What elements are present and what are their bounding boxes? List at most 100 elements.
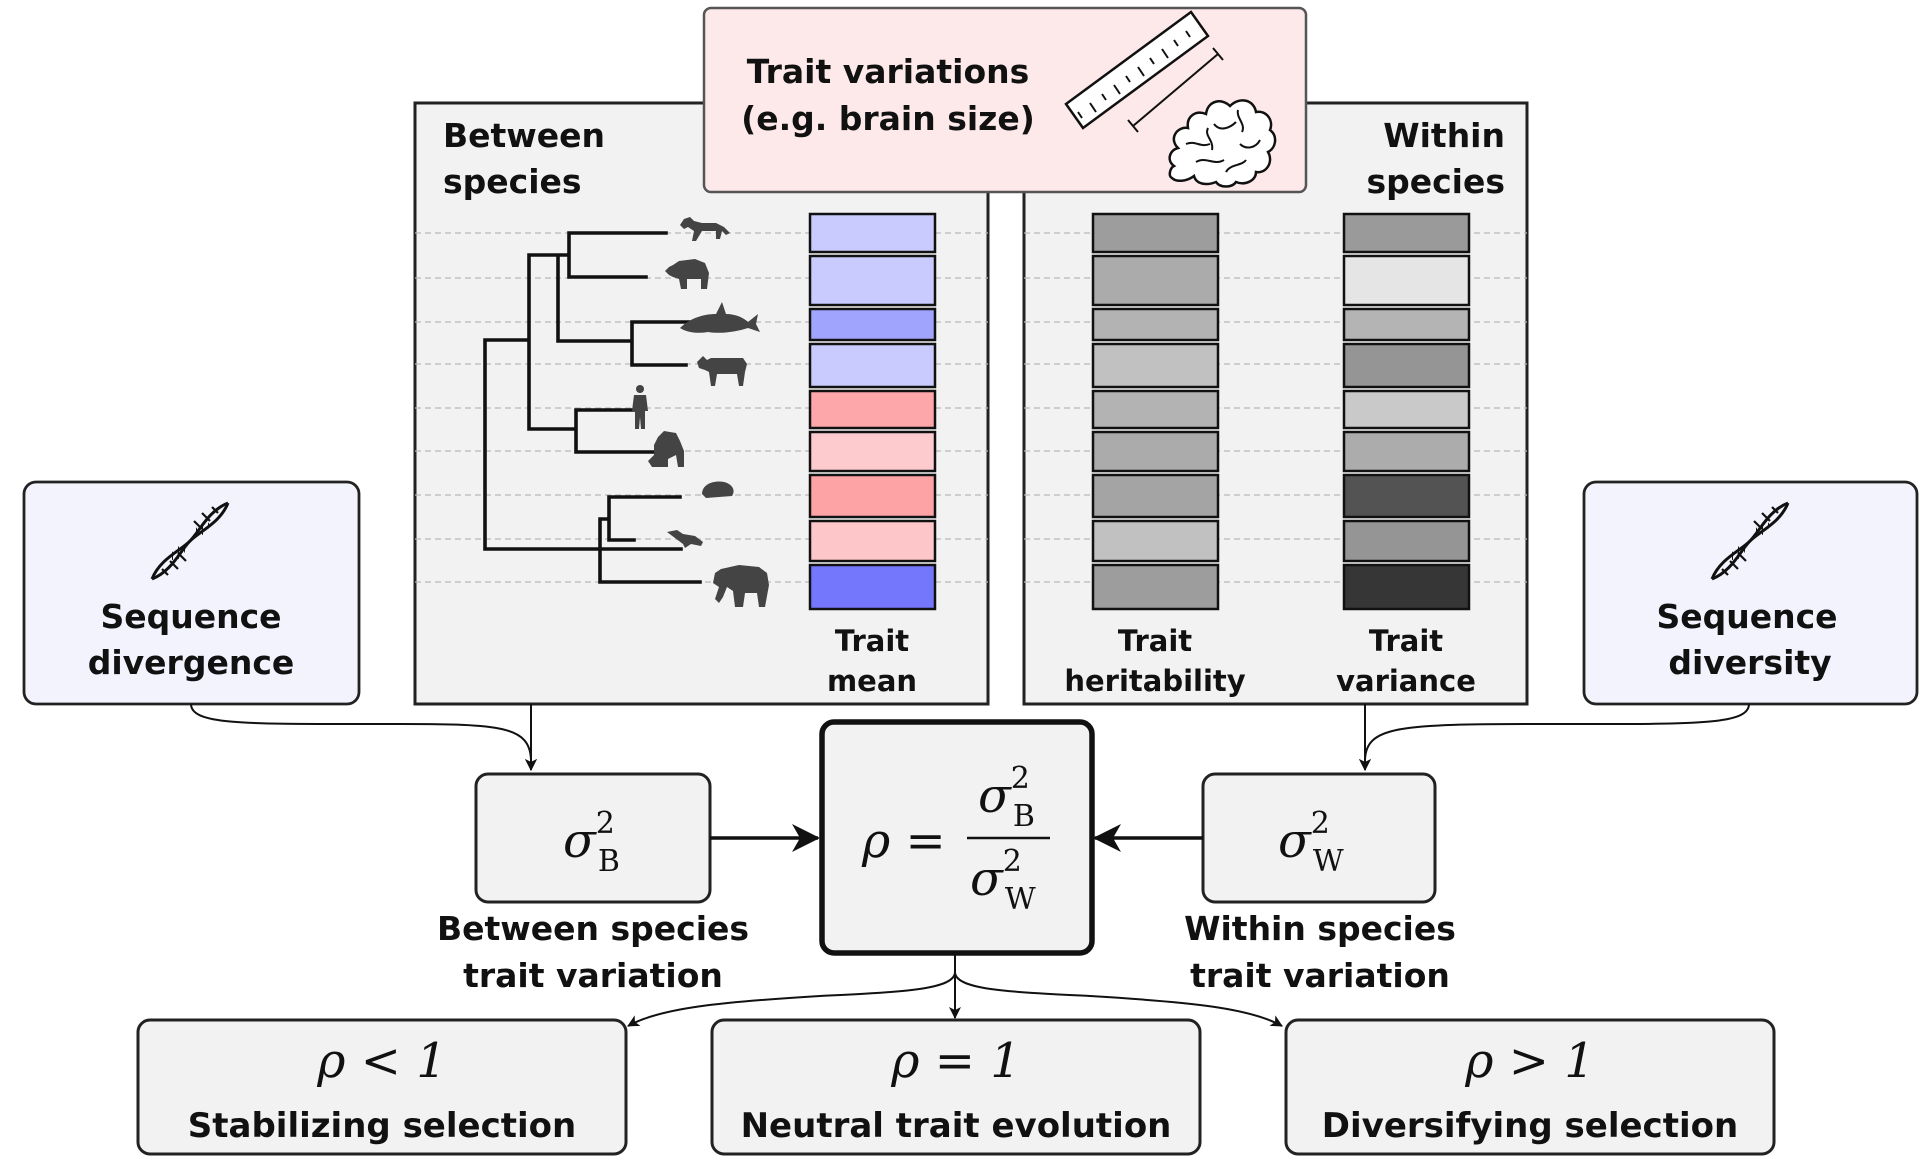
- sequence-diversity-line2: diversity: [1668, 643, 1831, 682]
- sequence-divergence-line1: Sequence: [100, 597, 281, 636]
- outcome-neutral-formula: ρ = 1: [890, 1033, 1021, 1089]
- ruler-icon: [1064, 10, 1224, 133]
- between-title-line2: species: [443, 162, 582, 201]
- dna-icon: [150, 501, 230, 581]
- cow-icon: [697, 356, 747, 386]
- gorilla-icon: [648, 431, 684, 467]
- elephant-icon: [713, 565, 769, 607]
- sigma-b-sup: 2: [596, 806, 615, 841]
- sigma-w-sub: W: [1313, 844, 1344, 879]
- variance-cell: [1342, 254, 1471, 307]
- trait-mean-cell: [808, 342, 937, 389]
- rho-num-sup: 2: [1011, 761, 1030, 796]
- trait-mean-cell: [808, 254, 937, 307]
- trait-mean-cell: [808, 519, 937, 563]
- trait-mean-label-line1: Trait: [835, 624, 909, 658]
- outcome-stabilizing-label: Stabilizing selection: [188, 1106, 576, 1146]
- sigma-b-sub: B: [598, 844, 620, 879]
- heritability-cell: [1091, 519, 1220, 563]
- connector-arrows: [190, 703, 1750, 771]
- rho-num-sub: B: [1013, 799, 1035, 834]
- variance-cell: [1342, 473, 1471, 519]
- rho-lhs: ρ =: [861, 813, 946, 869]
- phylogenetic-tree: [483, 231, 702, 584]
- variance-label-line2: variance: [1336, 664, 1476, 698]
- trait-variations-line1: Trait variations: [747, 52, 1030, 91]
- variance-cell: [1342, 212, 1471, 254]
- sequence-divergence-line2: divergence: [88, 643, 295, 682]
- sigma-w-caption-line1: Within species: [1184, 909, 1456, 948]
- sigma-w-symbol: σ: [1278, 813, 1312, 869]
- hedgehog-icon: [702, 481, 734, 498]
- sequence-divergence-box: Sequence divergence: [22, 480, 361, 706]
- trait-mean-cell: [808, 430, 937, 473]
- variance-cell: [1342, 519, 1471, 563]
- dna-icon: [1710, 501, 1790, 581]
- platypus-icon: [667, 530, 703, 548]
- trait-mean-cell: [808, 473, 937, 519]
- bear-icon: [665, 259, 709, 289]
- outcome-stabilizing-formula: ρ < 1: [316, 1033, 447, 1089]
- rho-den-sup: 2: [1003, 844, 1022, 879]
- rho-num-symbol: σ: [978, 768, 1012, 824]
- trait-variations-line2: (e.g. brain size): [741, 99, 1035, 138]
- human-icon: [632, 385, 648, 429]
- rho-den-sub: W: [1005, 882, 1036, 917]
- between-title-line1: Between: [443, 116, 605, 155]
- species-icons: [632, 217, 769, 607]
- heritability-cell: [1091, 254, 1220, 307]
- outcome-neutral-label: Neutral trait evolution: [741, 1106, 1172, 1146]
- sequence-diversity-line1: Sequence: [1656, 597, 1837, 636]
- brain-icon: [1168, 99, 1277, 188]
- trait-mean-cell: [808, 563, 937, 611]
- rho-den-symbol: σ: [970, 851, 1004, 907]
- variance-cell: [1342, 307, 1471, 342]
- trait-mean-label-line2: mean: [827, 664, 917, 698]
- variance-cell: [1342, 389, 1471, 430]
- trait-heritability-column: [1091, 212, 1220, 611]
- variance-label-line1: Trait: [1369, 624, 1443, 658]
- heritability-label-line2: heritability: [1064, 664, 1245, 698]
- outcome-diversifying-label: Diversifying selection: [1322, 1106, 1738, 1146]
- sequence-diversity-box: Sequence diversity: [1582, 480, 1919, 706]
- sigma-b-symbol: σ: [563, 813, 597, 869]
- trait-mean-column: [808, 212, 937, 611]
- outcome-arrows: [627, 953, 1283, 1027]
- within-title-line1: Within: [1383, 116, 1505, 155]
- outcome-neutral-box: ρ = 1 Neutral trait evolution: [710, 1018, 1202, 1156]
- sigma-w-caption-line2: trait variation: [1190, 956, 1450, 995]
- orca-icon: [680, 302, 760, 333]
- outcome-stabilizing-box: ρ < 1 Stabilizing selection: [136, 1018, 628, 1156]
- variance-cell: [1342, 430, 1471, 473]
- outcome-diversifying-box: ρ > 1 Diversifying selection: [1284, 1018, 1776, 1156]
- heritability-cell: [1091, 473, 1220, 519]
- variance-cell: [1342, 563, 1471, 611]
- heritability-cell: [1091, 307, 1220, 342]
- heritability-cell: [1091, 342, 1220, 389]
- sigma-b-caption-line1: Between species: [437, 909, 749, 948]
- trait-variations-box: Trait variations (e.g. brain size): [702, 6, 1308, 194]
- trait-mean-cell: [808, 307, 937, 342]
- trait-mean-cell: [808, 212, 937, 254]
- within-title-line2: species: [1366, 162, 1505, 201]
- variance-cell: [1342, 342, 1471, 389]
- heritability-label-line1: Trait: [1118, 624, 1192, 658]
- heritability-cell: [1091, 389, 1220, 430]
- sigma-b-caption-line2: trait variation: [463, 956, 723, 995]
- trait-mean-cell: [808, 389, 937, 430]
- outcome-diversifying-formula: ρ > 1: [1464, 1033, 1595, 1089]
- cougar-icon: [680, 217, 730, 241]
- heritability-cell: [1091, 563, 1220, 611]
- heritability-cell: [1091, 430, 1220, 473]
- sigma-w-sup: 2: [1311, 806, 1330, 841]
- trait-variance-column: [1342, 212, 1471, 611]
- heritability-cell: [1091, 212, 1220, 254]
